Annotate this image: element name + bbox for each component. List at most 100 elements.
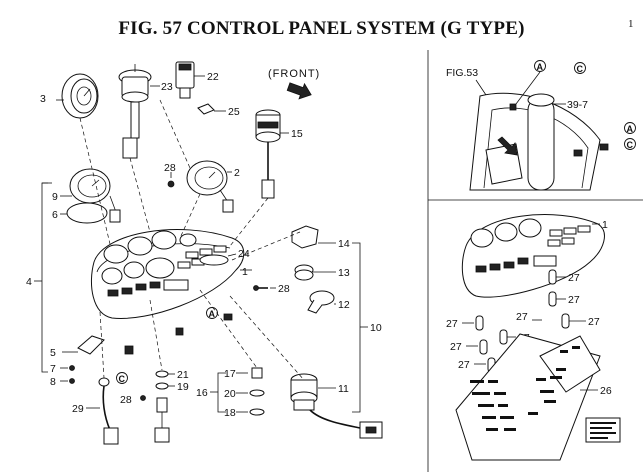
figure-title: FIG. 57 CONTROL PANEL SYSTEM (G TYPE) — [118, 18, 525, 39]
callout-28-lower: 28 — [120, 394, 132, 406]
callout-27-c: 27 — [446, 318, 458, 330]
callout-1-left: 1 — [242, 266, 248, 278]
bracket-16 — [217, 372, 226, 413]
callout-3: 3 — [40, 93, 46, 105]
callout-18: 18 — [224, 407, 236, 419]
guide-line-9 — [99, 311, 105, 379]
callout-28-mid: 28 — [278, 283, 290, 295]
guide-line-3 — [229, 197, 269, 247]
guide-line-5 — [231, 231, 301, 261]
callout-27-e: 27 — [516, 311, 528, 323]
fastener-icon-panel — [175, 327, 184, 336]
callout-5: 5 — [50, 347, 56, 359]
front-arrow-icon — [286, 82, 312, 100]
callout-12: 12 — [338, 299, 350, 311]
part-20-washer — [236, 389, 265, 397]
marker-a-left: A — [206, 307, 218, 319]
guide-line-6 — [229, 295, 305, 381]
callout-11: 11 — [338, 383, 349, 395]
steering-column-view — [469, 92, 609, 191]
part-3-meter — [56, 73, 99, 119]
part-26-label-sheet — [455, 333, 621, 461]
part-24-lamp-cover — [199, 253, 237, 266]
part-13-nut — [294, 264, 336, 281]
marker-a-right-edge: A — [624, 122, 636, 134]
part-22-connector — [175, 61, 205, 99]
callout-26: 26 — [600, 385, 612, 397]
fig-ref-label: FIG.53 — [446, 67, 478, 79]
part-9-meter — [69, 168, 121, 223]
part-8-screw — [69, 378, 75, 384]
part-6-ring — [66, 202, 108, 224]
part-28-screw-upper — [167, 172, 175, 188]
guide-line-7 — [149, 299, 163, 371]
page-corner-mark: 1 — [628, 18, 634, 30]
part-28-screw-lower — [140, 395, 146, 401]
part-7-washer — [69, 365, 75, 371]
part-25-clip — [197, 103, 226, 115]
callout-6: 6 — [52, 209, 58, 221]
callout-25: 25 — [228, 106, 240, 118]
part-28-screw-mid — [253, 285, 276, 291]
callout-7: 7 — [50, 363, 56, 375]
svg-text:C: C — [627, 140, 634, 150]
part-1-main-panel — [91, 229, 252, 319]
guide-line-2 — [79, 117, 111, 245]
part-23-key-switch — [118, 64, 160, 159]
callout-19: 19 — [177, 381, 189, 393]
marker-c-left: C — [116, 372, 128, 384]
callout-27-b: 27 — [568, 294, 580, 306]
callout-13: 13 — [338, 267, 350, 279]
part-2-meter — [186, 160, 234, 213]
callout-27-i: 27 — [458, 359, 470, 371]
marker-c-upper-right: C — [574, 62, 586, 74]
panel-detail-view — [461, 214, 605, 298]
callout-27-f: 27 — [588, 316, 600, 328]
part-19-washer — [155, 382, 175, 390]
callout-14: 14 — [338, 238, 350, 250]
callout-4: 4 — [26, 276, 32, 288]
callout-10: 10 — [370, 322, 382, 334]
callout-27-g: 27 — [450, 341, 462, 353]
callout-28-upper: 28 — [164, 162, 176, 174]
part-15-lamp-harness — [255, 109, 289, 199]
svg-text:C: C — [577, 64, 584, 74]
part-21-nut — [155, 370, 175, 378]
callout-2: 2 — [234, 167, 240, 179]
guide-line-4 — [179, 193, 201, 239]
guide-line-10 — [159, 99, 191, 169]
fastener-icon-a — [223, 313, 233, 321]
marker-a-upper-right: A — [534, 60, 546, 72]
part-17-nut — [236, 367, 263, 379]
svg-text:C: C — [119, 374, 126, 384]
svg-text:A: A — [209, 309, 216, 319]
fastener-icon-c — [124, 345, 134, 355]
part-switch-lower — [154, 397, 170, 443]
svg-text:A: A — [537, 62, 544, 72]
part-14-knob — [291, 225, 336, 249]
svg-text:A: A — [627, 124, 634, 134]
callout-16: 16 — [196, 387, 208, 399]
callout-17: 17 — [224, 368, 236, 380]
callout-15: 15 — [291, 128, 303, 140]
callout-24: 24 — [238, 248, 250, 260]
callout-29: 29 — [72, 403, 84, 415]
callout-39-7: 39-7 — [567, 99, 588, 111]
part-5-bracket — [62, 335, 105, 355]
callout-22: 22 — [207, 71, 219, 83]
callout-23: 23 — [161, 81, 173, 93]
guide-line-1 — [129, 157, 151, 233]
bracket-10 — [352, 242, 361, 413]
part-18-ring — [236, 408, 265, 416]
front-label: (FRONT) — [268, 68, 320, 80]
bracket-4 — [41, 182, 48, 373]
part-12-cap — [307, 290, 336, 314]
part-11-rotary-switch — [290, 373, 383, 439]
callout-9: 9 — [52, 191, 58, 203]
callout-21: 21 — [177, 369, 189, 381]
callout-27-a: 27 — [568, 272, 580, 284]
marker-c-right-edge: C — [624, 138, 636, 150]
callout-1-right: 1 — [602, 219, 608, 231]
guide-line-8 — [199, 289, 258, 369]
